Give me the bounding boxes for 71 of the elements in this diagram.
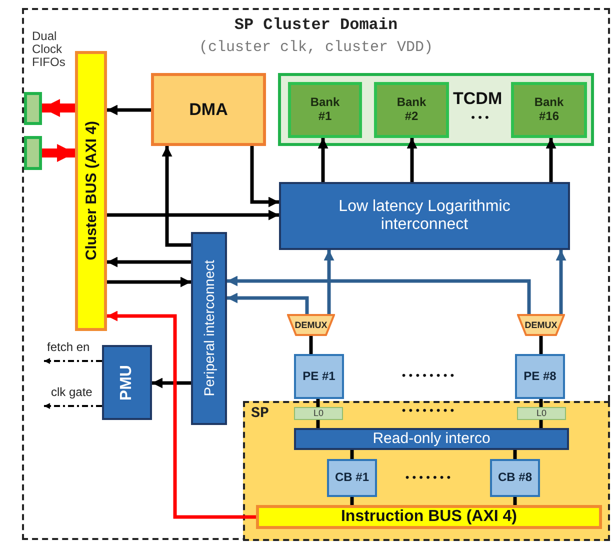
- domain-subtitle: (cluster clk, cluster VDD): [198, 39, 434, 56]
- arrow: [162, 146, 191, 247]
- box-label: DMA: [189, 100, 228, 120]
- block-label: Low latency Logarithmic interconnect: [338, 198, 512, 234]
- demux-label: DEMUX: [524, 320, 558, 330]
- ellipsis-dots: • • •: [470, 112, 490, 124]
- fifo-box: [24, 92, 42, 125]
- processor-box: [294, 354, 344, 399]
- signal-arrow: [44, 358, 102, 364]
- cache-box: [294, 407, 343, 420]
- memory-block: [278, 73, 594, 146]
- signal-arrow: [44, 403, 102, 409]
- arrow: [107, 210, 279, 220]
- demux-label: DEMUX: [294, 320, 328, 330]
- cache-label: L0: [313, 408, 324, 419]
- processor-box: [327, 459, 377, 497]
- arrow: [318, 138, 328, 182]
- processor-box: [490, 459, 540, 497]
- processor-box: [515, 354, 565, 399]
- edge-label: fetch en: [46, 341, 91, 354]
- demux-trapezoid: [517, 314, 565, 336]
- bus-label: Cluster BUS (AXI 4): [82, 121, 100, 261]
- region-label: SP: [251, 405, 270, 422]
- interconnect-block: [294, 428, 569, 450]
- memory-bank-box: [374, 82, 449, 138]
- arrow: [556, 250, 566, 314]
- bank-label: Bank #16: [533, 96, 565, 124]
- fifo-box: [24, 136, 42, 170]
- arrow: [406, 138, 418, 182]
- dma-box: [151, 73, 266, 146]
- arrow: [324, 250, 334, 314]
- ellipsis-dots: • • • • • • •: [404, 472, 452, 484]
- domain-title: SP Cluster Domain: [234, 16, 398, 34]
- bank-label: Bank #2: [396, 96, 428, 124]
- memory-label: TCDM: [453, 89, 502, 109]
- arrow: [42, 99, 75, 117]
- domain-boundary: [22, 8, 610, 540]
- block-label: PMU: [118, 364, 136, 400]
- arrow: [152, 378, 191, 388]
- box-label: CB #1: [334, 471, 369, 485]
- arrow: [250, 146, 279, 208]
- box-label: CB #8: [498, 471, 532, 485]
- bus-bar: [256, 505, 602, 529]
- side-caption: Dual Clock FIFOs: [32, 30, 66, 70]
- box-label: PE #1: [302, 370, 336, 384]
- bus-bar: [75, 51, 107, 331]
- memory-bank-box: [288, 82, 362, 138]
- interconnect-block: [191, 232, 227, 425]
- demux-trapezoid: [287, 314, 335, 336]
- arrow: [107, 104, 151, 116]
- arrow: [546, 138, 556, 182]
- arrow: [107, 276, 191, 288]
- memory-bank-box: [511, 82, 587, 138]
- sp-region: [243, 401, 610, 541]
- block-label: Periperal interconnect: [201, 260, 217, 397]
- edge-label: clk gate: [50, 386, 94, 400]
- arrow: [107, 256, 191, 268]
- bus-label: Instruction BUS (AXI 4): [340, 508, 517, 526]
- bank-label: Bank #1: [309, 96, 341, 124]
- arrow: [227, 276, 531, 314]
- block-label: Read-only interco: [372, 430, 490, 448]
- arrow: [42, 144, 75, 162]
- ellipsis-dots: • • • • • • • •: [400, 370, 456, 382]
- arrow: [227, 292, 309, 314]
- box-label: PE #8: [524, 370, 556, 384]
- cache-box: [517, 407, 566, 420]
- interconnect-block: [279, 182, 570, 250]
- ellipsis-dots: • • • • • • • •: [400, 405, 456, 418]
- cache-label: L0: [536, 408, 546, 419]
- arrow: [107, 310, 256, 519]
- interconnect-block: [102, 345, 152, 420]
